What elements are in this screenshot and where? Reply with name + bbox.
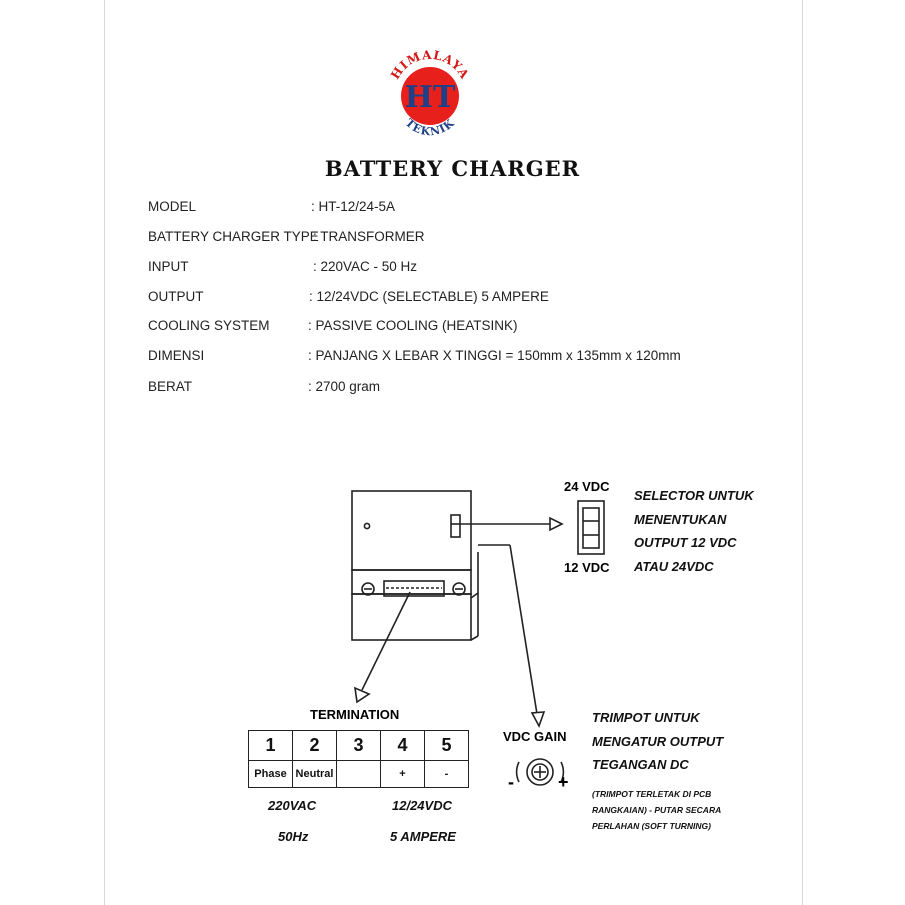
indicator-led [363, 522, 371, 530]
note-line: SELECTOR UNTUK [634, 488, 754, 503]
input-voltage-label: 220VAC [268, 798, 317, 813]
rotate-cw-icon [560, 761, 565, 783]
base-corner [470, 635, 479, 641]
terminal-number: 4 [380, 730, 425, 761]
terminal-label: - [424, 760, 469, 788]
note-line: MENGATUR OUTPUT [592, 733, 724, 749]
terminal-block [383, 580, 445, 597]
terminal-label: + [380, 760, 425, 788]
selector-top-label: 24 VDC [564, 479, 610, 494]
selector-body [577, 500, 605, 555]
terminal-screw-right [452, 582, 466, 596]
trimpot-icon [515, 758, 565, 786]
gain-plus: + [558, 772, 569, 792]
spec-value: : PASSIVE COOLING (HEATSINK) [308, 318, 518, 333]
arrow-head [354, 686, 371, 704]
note-line: TRIMPOT UNTUK [592, 710, 700, 725]
trimpot-inner [531, 763, 549, 781]
termination-table: 1 2 3 4 5 Phase Neutral + - [248, 730, 469, 788]
spec-value: : 12/24VDC (SELECTABLE) 5 AMPERE [309, 289, 549, 304]
spec-label: OUTPUT [148, 289, 204, 304]
terminal-number: 2 [292, 730, 337, 761]
gain-minus: - [508, 772, 514, 792]
note-line: RANGKAIAN) - PUTAR SECARA [592, 805, 722, 815]
selector-note: SELECTOR UNTUK MENENTUKAN OUTPUT 12 VDC … [634, 484, 754, 578]
spec-value: : HT-12/24-5A [311, 199, 396, 214]
trimpot-outer [526, 758, 554, 786]
arrow-head [530, 711, 546, 728]
output-voltage-label: 12/24VDC [392, 798, 452, 813]
spec-label: DIMENSI [148, 348, 205, 363]
spec-value: : 2700 gram [308, 379, 381, 394]
rotate-ccw-icon [515, 761, 520, 783]
terminal-number: 5 [424, 730, 469, 761]
spec-label: INPUT [148, 259, 189, 274]
selector-arrow [460, 516, 564, 532]
output-current-label: 5 AMPERE [390, 829, 456, 844]
note-line: MENENTUKAN [634, 511, 727, 527]
charger-unit [351, 490, 479, 641]
spec-value: : TRANSFORMER [313, 229, 425, 244]
selector-bottom-label: 12 VDC [564, 560, 610, 575]
trimpot-note: TRIMPOT UNTUK MENGATUR OUTPUT TEGANGAN D… [592, 706, 723, 777]
arrow-head [549, 516, 564, 532]
note-line: OUTPUT 12 VDC [634, 535, 737, 550]
termination-number-row: 1 2 3 4 5 [248, 730, 469, 761]
terminal-number: 3 [336, 730, 381, 761]
terminal-label [336, 760, 381, 788]
input-frequency-label: 50Hz [278, 829, 309, 844]
logo-bottom-text: TEKNIK [403, 116, 457, 138]
himalaya-teknik-logo: HIMALAYA TEKNIK HT [388, 48, 471, 139]
gain-arrow [478, 544, 546, 728]
note-line: ATAU 24VDC [634, 558, 714, 574]
spec-label: BATTERY CHARGER TYPE [148, 229, 319, 244]
spec-label: MODEL [148, 199, 197, 214]
arrow-line [509, 544, 538, 715]
terminal-label: Neutral [292, 760, 337, 788]
unit-selector-switch [450, 514, 461, 538]
selector-slot [582, 507, 600, 549]
spec-label: BERAT [148, 379, 193, 394]
selector-switch-enlarged [577, 500, 605, 555]
termination-label-row: Phase Neutral + - [248, 760, 469, 788]
note-line: TEGANGAN DC [592, 757, 689, 772]
terminal-number: 1 [248, 730, 293, 761]
svg-text:TEKNIK: TEKNIK [403, 116, 458, 138]
charger-top-box [351, 490, 472, 571]
logo-initials: HT [405, 80, 456, 115]
spec-value: : PANJANG X LEBAR X TINGGI = 150mm x 135… [308, 348, 681, 363]
spec-value: : 220VAC - 50 Hz [313, 259, 418, 274]
arrow-line [361, 591, 411, 691]
spec-label: COOLING SYSTEM [148, 318, 270, 333]
terminal-screw-left [361, 582, 375, 596]
charger-base [351, 593, 472, 641]
termination-arrow [354, 591, 411, 704]
base-edge [470, 592, 479, 599]
termination-heading: TERMINATION [310, 707, 399, 722]
trimpot-small-note: (TRIMPOT TERLETAK DI PCB RANGKAIAN) - PU… [592, 786, 721, 834]
page-title: BATTERY CHARGER [324, 156, 581, 181]
note-line: PERLAHAN (SOFT TURNING) [592, 821, 711, 831]
gain-heading: VDC GAIN [503, 729, 567, 744]
note-line: (TRIMPOT TERLETAK DI PCB [592, 789, 712, 799]
terminal-label: Phase [248, 760, 293, 788]
